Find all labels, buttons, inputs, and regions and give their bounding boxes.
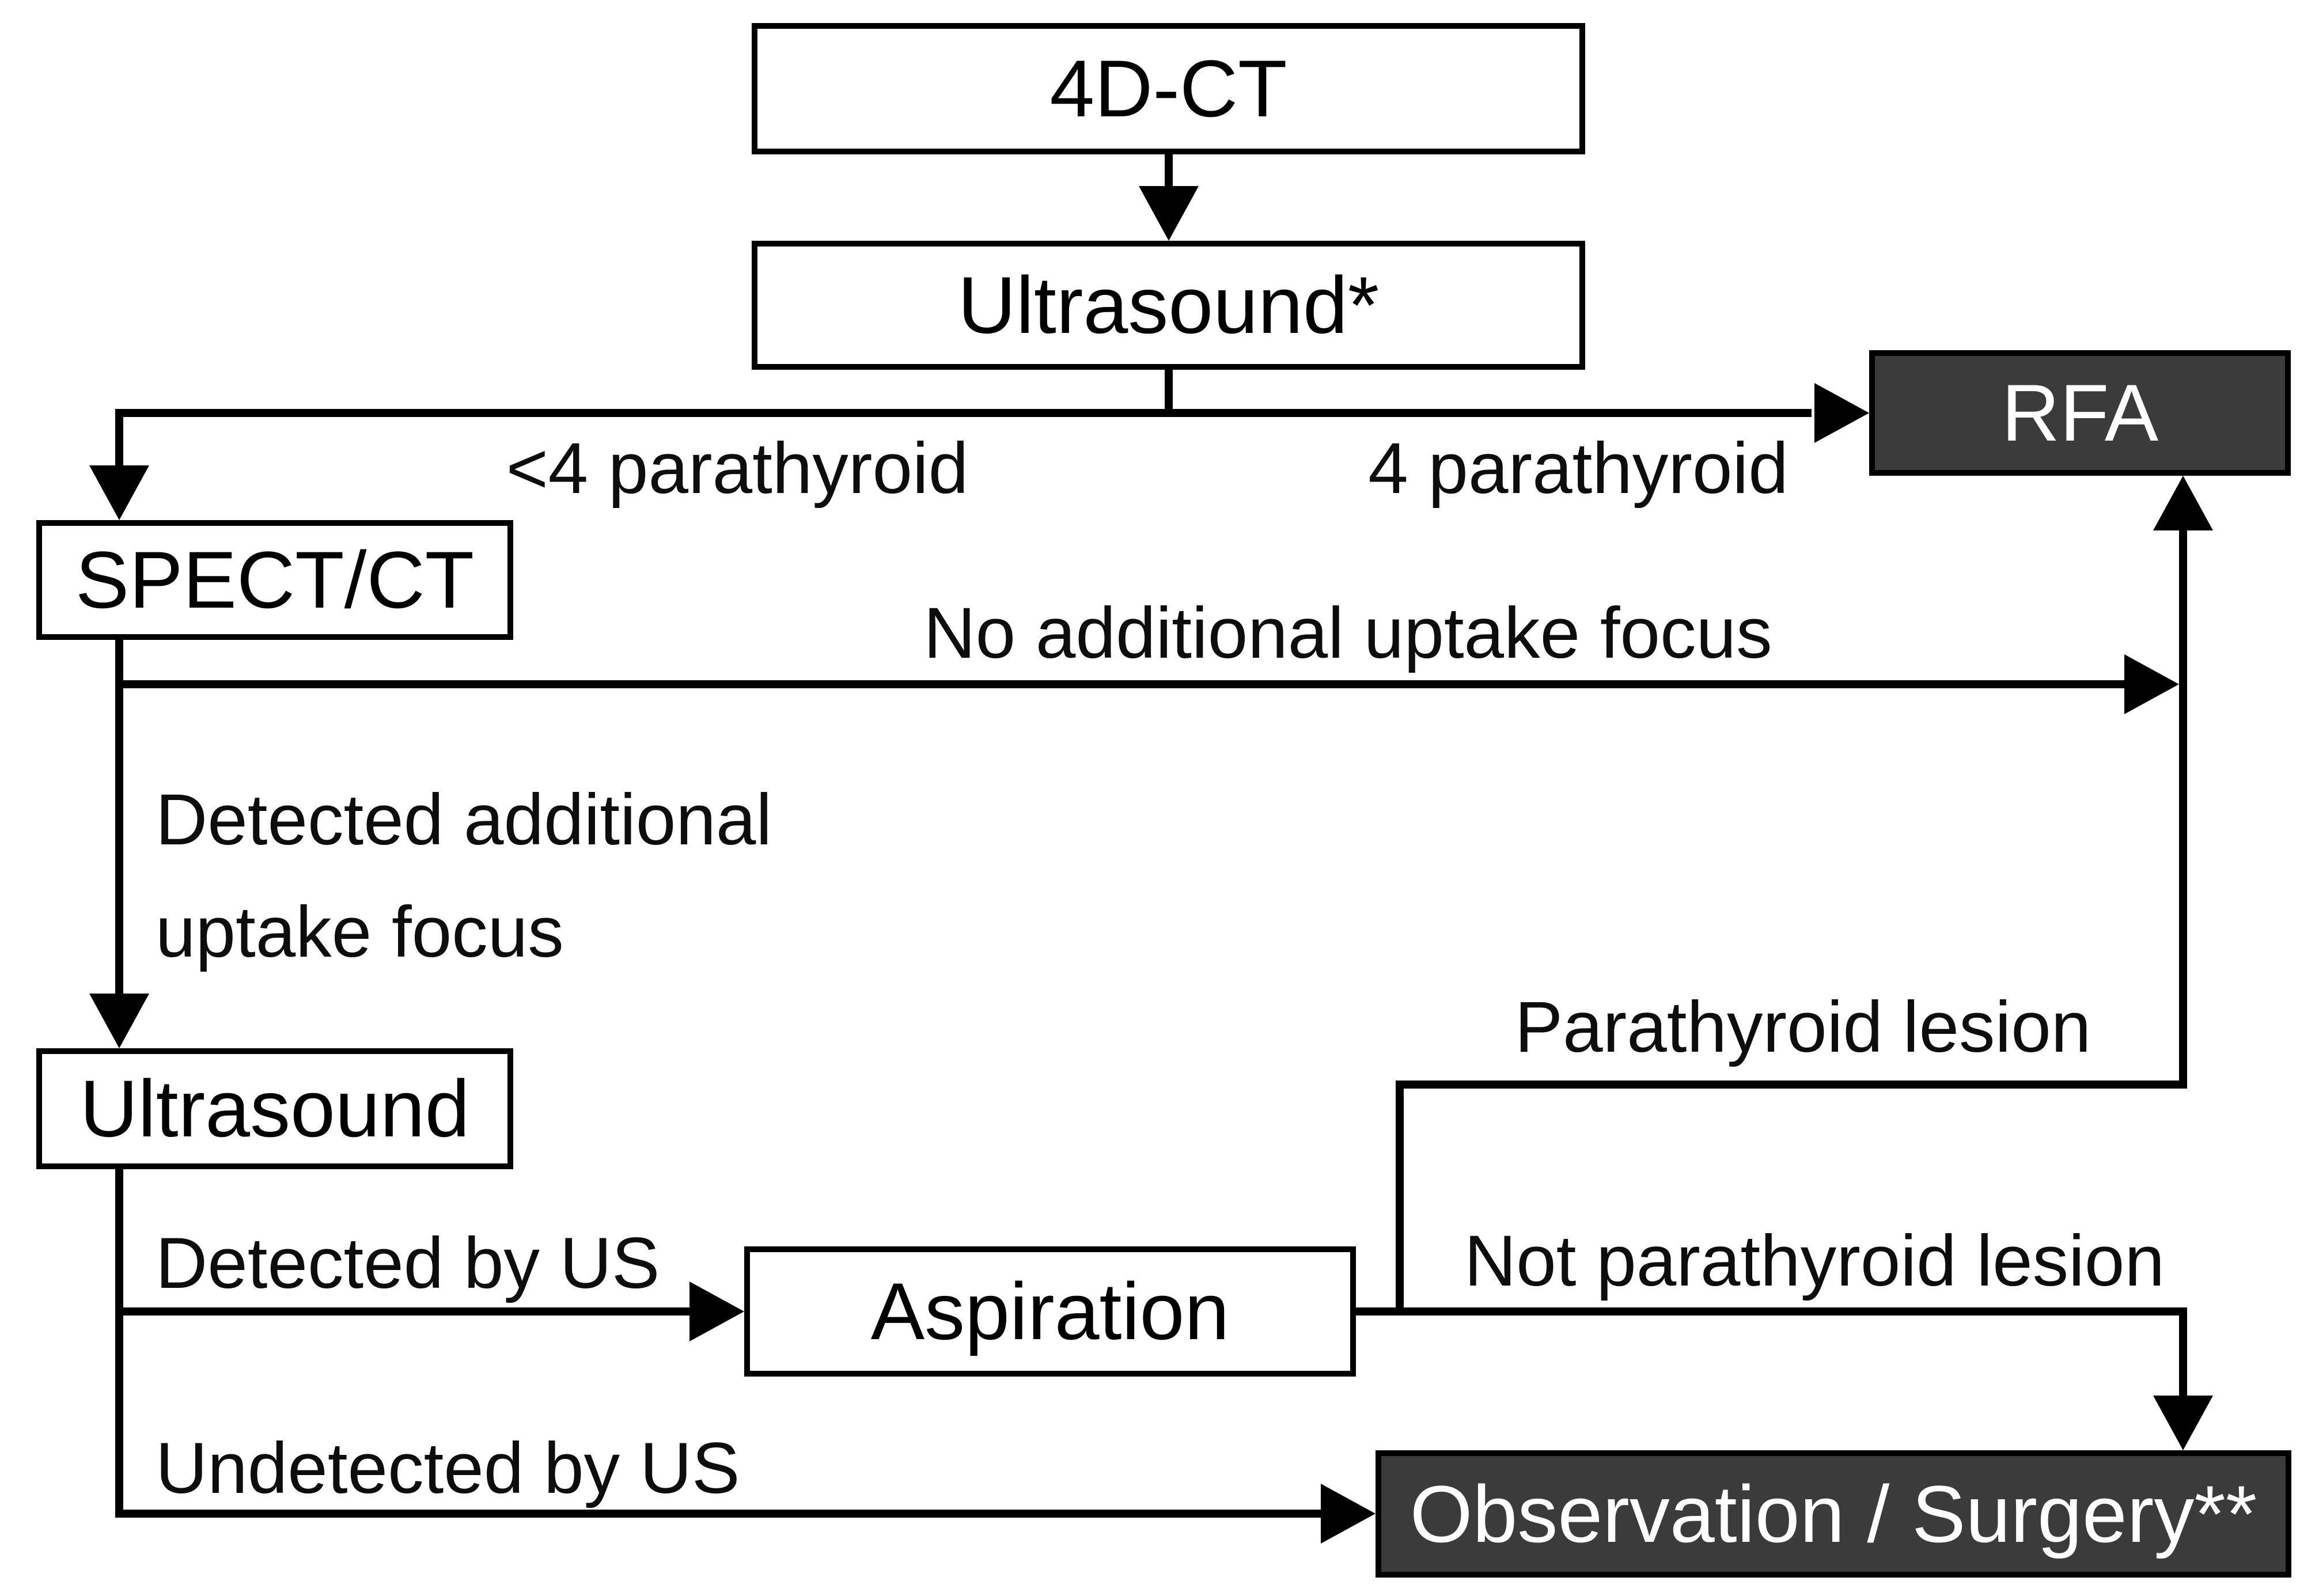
node-ultrasound-initial: Ultrasound* — [752, 241, 1585, 370]
connector-no-focus-horizontal — [115, 680, 2125, 688]
node-aspiration-label: Aspiration — [870, 1266, 1230, 1356]
edge-label-lt4-parathyroid: <4 parathyroid — [506, 429, 969, 509]
connector-aspiration-right — [1355, 1307, 2187, 1316]
connector-not-parathyroid-down — [2179, 1311, 2187, 1398]
node-observation-surgery: Observation / Surgery** — [1376, 1450, 2291, 1578]
connector-parathyroid-up — [1396, 1085, 1404, 1316]
connector-ct4d-to-ultrasound — [1165, 153, 1173, 192]
arrowhead-into-aspiration — [689, 1282, 744, 1341]
node-ultrasound-initial-label: Ultrasound* — [957, 260, 1380, 350]
node-4d-ct-label: 4D-CT — [1049, 43, 1287, 134]
edge-label-detected-by-us: Detected by US — [156, 1223, 660, 1303]
edge-label-no-additional-uptake-focus: No additional uptake focus — [923, 593, 1772, 673]
connector-right-vertical-to-rfa — [2179, 527, 2187, 1089]
arrowhead-into-rfa-bottom — [2153, 476, 2213, 530]
node-ultrasound-followup: Ultrasound — [36, 1048, 513, 1169]
edge-label-parathyroid-lesion: Parathyroid lesion — [1514, 987, 2091, 1067]
node-rfa-label: RFA — [2001, 367, 2159, 458]
node-spect-ct: SPECT/CT — [36, 520, 513, 640]
connector-spect-to-ultrasound2 — [115, 684, 123, 996]
node-spect-ct-label: SPECT/CT — [75, 534, 475, 625]
arrowhead-into-spect-ct — [89, 465, 149, 520]
arrowhead-into-observation-left — [1321, 1484, 1376, 1544]
connector-detected-by-us — [115, 1307, 694, 1316]
connector-ultrasound2-down — [115, 1168, 123, 1518]
arrowhead-into-rfa-left — [1814, 383, 1869, 443]
edge-label-detected-additional-line1: Detected additional — [156, 780, 772, 860]
node-ultrasound-followup-label: Ultrasound — [79, 1063, 470, 1154]
node-aspiration: Aspiration — [744, 1246, 1356, 1377]
arrowhead-no-focus-junction — [2124, 654, 2179, 714]
connector-branch-left-down — [115, 409, 123, 469]
edge-label-not-parathyroid-lesion: Not parathyroid lesion — [1464, 1221, 2165, 1301]
connector-parathyroid-horizontal — [1396, 1081, 2187, 1089]
connector-undetected-by-us — [115, 1510, 1325, 1518]
connector-ultrasound-stub — [1165, 369, 1173, 417]
edge-label-detected-additional-line2: uptake focus — [156, 892, 564, 972]
node-observation-surgery-label: Observation / Surgery** — [1409, 1468, 2257, 1559]
arrowhead-into-ultrasound-initial — [1139, 186, 1199, 241]
connector-spect-stub — [115, 639, 123, 688]
arrowhead-into-observation-top — [2153, 1396, 2213, 1450]
arrowhead-into-ultrasound-followup — [89, 994, 149, 1048]
edge-label-undetected-by-us: Undetected by US — [156, 1428, 740, 1508]
connector-branch-horizontal — [115, 409, 1812, 417]
node-4d-ct: 4D-CT — [752, 23, 1585, 154]
edge-label-4-parathyroid: 4 parathyroid — [1368, 429, 1789, 509]
node-rfa: RFA — [1869, 350, 2291, 476]
